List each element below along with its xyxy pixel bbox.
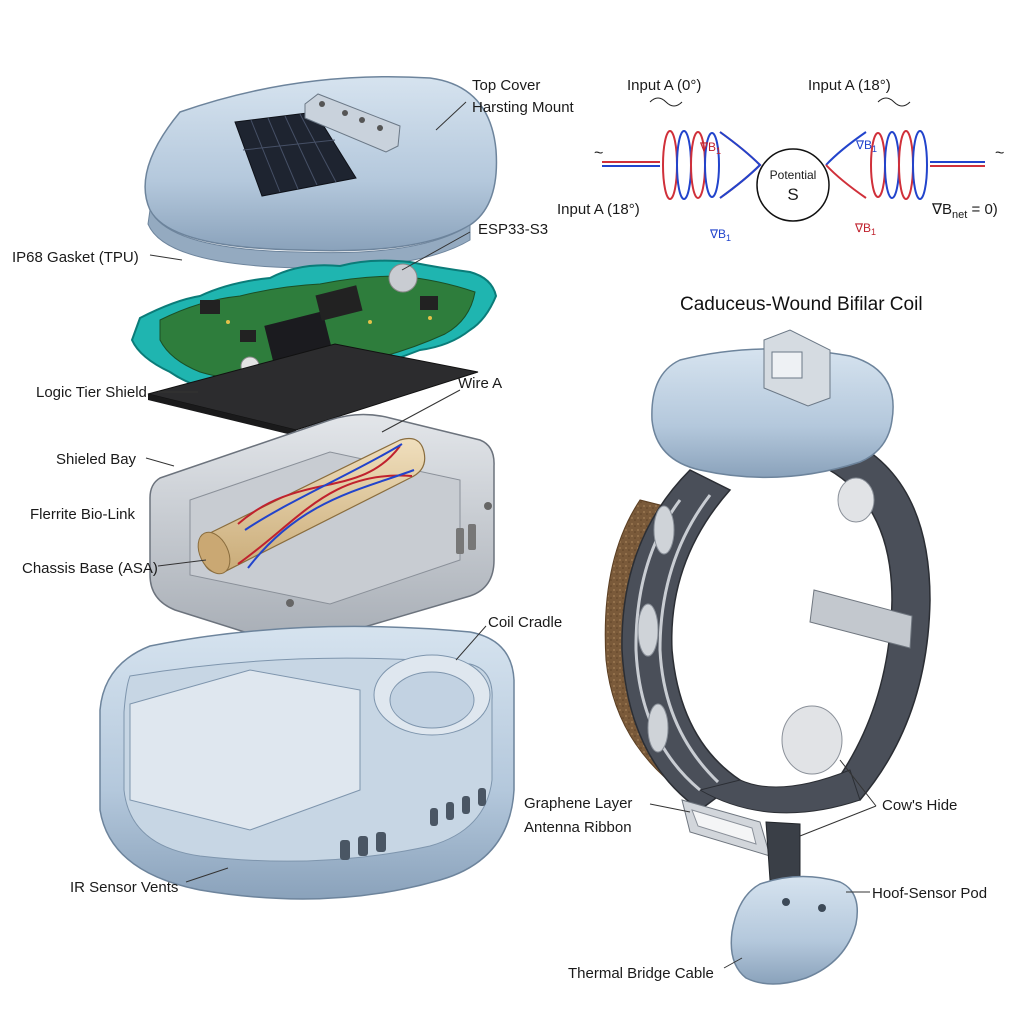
antenna-ribbon: [765, 821, 801, 881]
tilde-left: ~: [594, 145, 603, 162]
strap-clip: [809, 589, 913, 649]
potential-label: Potential: [770, 168, 817, 182]
label-wire-a: Wire A: [458, 375, 502, 392]
pcb-board: [159, 263, 476, 381]
ir-sensor-vents: [340, 788, 486, 860]
b1-top-left: ∇B1: [699, 140, 721, 156]
bnet-label: ∇Bnet = 0): [931, 201, 998, 221]
label-esp: ESP33-S3: [478, 221, 548, 238]
top-cover: [144, 76, 498, 269]
label-top-cover: Top Cover: [472, 77, 540, 94]
label-logic-tier-shield: Logic Tier Shield: [36, 384, 147, 401]
label-cows-hide: Cow's Hide: [882, 797, 957, 814]
ferrite-bio-link: [197, 437, 426, 575]
harsting-mount: [304, 93, 401, 153]
solar-panel: [234, 111, 357, 197]
coil-schematic: Potential S Input A (0°) Input A (18°) I…: [557, 77, 1004, 243]
potential-symbol: S: [787, 185, 798, 204]
label-chassis: Chassis Base (ASA): [22, 560, 158, 577]
callout-lines: [145, 101, 877, 969]
label-ferrite: Flerrite Bio-Link: [30, 506, 136, 523]
coil-cradle-housing: [99, 625, 515, 900]
b1-top-right: ∇B1: [855, 138, 877, 154]
input-a-18-label-left: Input A (18°): [557, 201, 640, 218]
b1-bottom-left: ∇B1: [709, 227, 731, 243]
hoof-sensor-pod: [730, 875, 858, 985]
label-antenna: Antenna Ribbon: [524, 819, 632, 836]
label-coil-cradle: Coil Cradle: [488, 614, 562, 631]
input-a-18-label-top: Input A (18°): [808, 77, 891, 94]
potential-node: [756, 148, 830, 222]
label-thermal-cable: Thermal Bridge Cable: [568, 965, 714, 982]
left-winding: [662, 130, 762, 200]
label-harsting-mount: Harsting Mount: [472, 99, 575, 116]
collar-strap: [621, 439, 931, 814]
input-a-0-label: Input A (0°): [627, 77, 701, 94]
logic-tier-shield: [147, 343, 479, 436]
right-winding: [825, 130, 928, 200]
label-hoof-pod: Hoof-Sensor Pod: [872, 885, 987, 902]
collar-top-pod: [651, 329, 894, 479]
collar-assembly: [604, 329, 931, 985]
label-ir-vents: IR Sensor Vents: [70, 879, 178, 896]
label-graphene: Graphene Layer: [524, 795, 632, 812]
part-labels: Top Cover Harsting Mount IP68 Gasket (TP…: [12, 77, 987, 982]
chassis-base: [149, 413, 495, 645]
label-shielded-bay: Shieled Bay: [56, 451, 137, 468]
b1-bottom-right: ∇B1: [854, 221, 876, 237]
tilde-right: ~: [995, 145, 1004, 162]
diagram-title: Caduceus-Wound Bifilar Coil: [680, 294, 923, 315]
label-ip68-gasket: IP68 Gasket (TPU): [12, 249, 139, 266]
